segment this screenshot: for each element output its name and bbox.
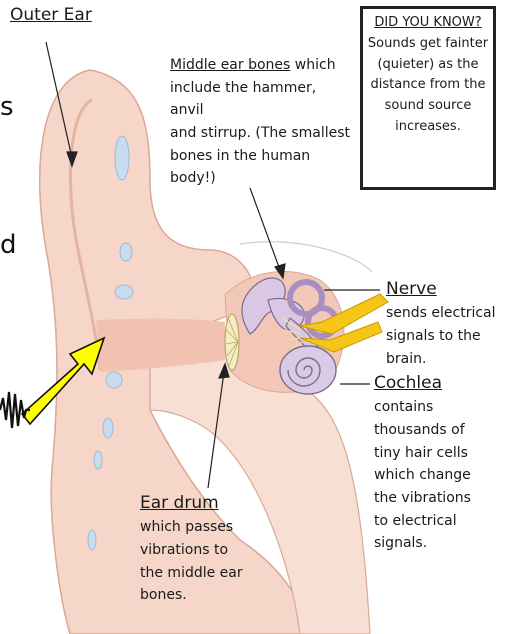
nerve-heading: Nerve: [386, 276, 508, 302]
middle-ear-bones-heading: Middle ear bones: [170, 57, 290, 73]
did-you-know-box: DID YOU KNOW? Sounds get fainter (quiete…: [360, 6, 496, 190]
middle-ear-bones-pointer: [250, 188, 280, 270]
nerve-label: Nerve sends electrical signals to the br…: [386, 276, 508, 370]
ear-drum-shape: [225, 314, 239, 370]
cut-off-text: d: [0, 230, 17, 260]
did-you-know-title: DID YOU KNOW?: [367, 13, 489, 34]
ear-drum-heading: Ear drum: [140, 490, 243, 516]
cochlea-shape: [280, 346, 336, 394]
cochlea-heading: Cochlea: [374, 370, 471, 396]
cochlea-label: Cochlea contains thousands of tiny hair …: [374, 370, 471, 555]
outer-ear-label: Outer Ear: [10, 2, 92, 28]
middle-ear-bones-label: Middle ear bones which include the hamme…: [170, 54, 354, 190]
sound-wave-icon: [0, 392, 30, 428]
cut-off-text: s: [0, 92, 14, 122]
ear-drum-label: Ear drum which passes vibrations to the …: [140, 490, 243, 607]
